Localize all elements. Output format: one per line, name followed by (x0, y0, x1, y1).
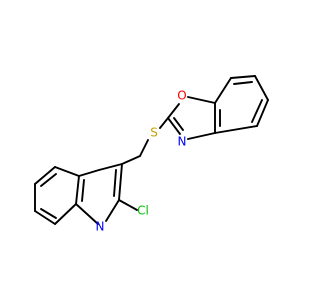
bond-c8q-c8aq (54, 203, 77, 225)
atom-label-layer: O N S N Cl (96, 89, 187, 234)
molecule-canvas: O N S N Cl (34, 75, 269, 234)
bond-c4-c3a (214, 125, 258, 134)
bond-c3q-c2q-inner (113, 169, 117, 197)
bond-s-ch2 (139, 139, 149, 157)
bond-c4aq-c4q (78, 169, 100, 177)
bond-c4aq-c5q (54, 166, 80, 177)
atom-oxygen: O (177, 89, 186, 103)
bond-c5-c4-inner (251, 99, 263, 123)
bond-c3q-c4q (98, 163, 123, 171)
bond-c6-c5 (254, 75, 269, 101)
bond-c2q-n1q (105, 199, 120, 222)
bond-layer (34, 75, 269, 225)
bond-c7a-c7 (214, 77, 232, 104)
bond-c7q-c8q-inner (40, 208, 57, 219)
atom-nitrogen-oxazole: N (178, 135, 187, 149)
bond-c5q-c6q-inner (40, 173, 57, 187)
bond-o1-c7a (187, 96, 216, 104)
bond-c2-o1 (167, 103, 180, 119)
bond-c2-s (159, 117, 169, 129)
bond-c7q-c8q (34, 210, 56, 225)
atom-chlorine: Cl (137, 204, 149, 218)
molecule-structure: O N S N Cl (34, 75, 269, 234)
bond-c2-n3-inner (173, 117, 184, 131)
bond-c2q-cl (118, 199, 138, 211)
bond-c8aq-c4aq-inner (81, 179, 85, 202)
bond-c8aq-c4aq (75, 175, 80, 205)
bond-n3-c3a (187, 132, 216, 140)
atom-sulfur: S (150, 126, 158, 140)
bond-ch2-c3q (121, 155, 141, 165)
bond-c5-c4 (256, 99, 269, 127)
bond-n1q-c8aq (75, 203, 99, 225)
atom-nitrogen-quinoline: N (96, 220, 105, 234)
bond-c7-c6 (230, 75, 256, 79)
bond-c3q-c2q (118, 163, 123, 201)
bond-c2-n3-outer (167, 117, 181, 135)
bond-c7-c6-inner (233, 81, 253, 85)
bond-c5q-c6q (34, 166, 56, 185)
